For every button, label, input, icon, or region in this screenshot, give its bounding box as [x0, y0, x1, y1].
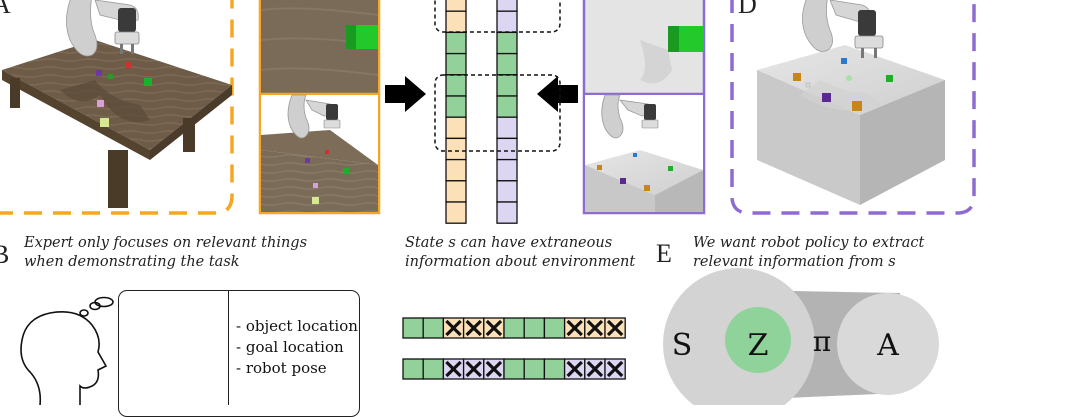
caption-expert-line-1: Expert only focuses on relevant things: [24, 235, 308, 251]
state-cell-8: [496, 158, 518, 182]
panel-d-scene: [730, 0, 976, 215]
state-vector-left: [445, 0, 467, 224]
state-cell-5: [445, 95, 467, 118]
state-cell-9: [445, 180, 467, 203]
venn-label-s: S: [672, 328, 693, 363]
excluded-x-icon: [566, 360, 583, 378]
panel-label-e: E: [656, 239, 672, 268]
state-cell-6: [445, 116, 467, 140]
excluded-x-icon: [586, 319, 604, 337]
state-cell-0: [496, 0, 518, 12]
list-item: - object location: [236, 317, 358, 335]
caption-state-line-2: information about environment: [405, 254, 636, 270]
caption-state: State s can have extraneous information …: [405, 234, 635, 272]
state-cell-0: [402, 358, 424, 380]
caption-policy-line-2: relevant information from s: [693, 254, 896, 270]
state-cell-9: [496, 180, 518, 203]
state-cell-2: [445, 31, 467, 55]
state-cell-1: [496, 10, 518, 34]
caption-expert: Expert only focuses on relevant things w…: [24, 234, 307, 272]
caption-policy: We want robot policy to extract relevant…: [693, 234, 924, 272]
state-cell-5: [503, 317, 525, 339]
state-cell-4: [445, 74, 467, 97]
state-cell-1: [422, 317, 445, 339]
state-cell-0: [445, 0, 467, 12]
caption-expert-line-2: when demonstrating the task: [24, 254, 240, 270]
state-cell-3: [445, 52, 467, 76]
excluded-x-icon: [465, 360, 482, 378]
selection-box-top: [434, 0, 561, 33]
excluded-x-icon: [566, 319, 583, 337]
list-item: - goal location: [236, 338, 344, 356]
state-cell-7: [496, 137, 518, 161]
caption-policy-line-1: We want robot policy to extract: [693, 235, 925, 251]
selection-box-middle: [434, 74, 561, 152]
orange-view-frame: [258, 0, 381, 215]
caption-state-line-1: State s can have extraneous: [405, 235, 613, 251]
state-cell-3: [496, 52, 518, 76]
state-vector-right: [496, 0, 518, 224]
excluded-x-icon: [606, 319, 624, 337]
head-thinking-icon: [20, 296, 114, 405]
venn-label-a: A: [876, 328, 899, 363]
state-vector-row-orange: [402, 317, 626, 339]
expert-focus-divider: [228, 290, 229, 405]
state-cell-7: [543, 317, 566, 339]
arrow-left-icon: [537, 76, 578, 112]
state-cell-4: [496, 74, 518, 97]
purple-view-frame: [582, 0, 706, 215]
excluded-x-icon: [465, 319, 482, 337]
list-item: - robot pose: [236, 359, 327, 377]
state-cell-7: [543, 358, 566, 380]
venn-label-z: Z: [748, 328, 769, 363]
state-cell-5: [496, 95, 518, 118]
panel-label-d: D: [738, 0, 757, 19]
venn-diagram: S Z π A: [663, 268, 939, 405]
excluded-x-icon: [586, 360, 604, 378]
expert-focus-list: - object location - goal location - robo…: [236, 316, 358, 379]
panel-label-b: B: [0, 240, 10, 269]
expert-focus-box: [118, 290, 360, 417]
robot-arm-icon: [66, 0, 140, 57]
state-cell-2: [496, 31, 518, 55]
state-cell-8: [445, 158, 467, 182]
robot-arm-icon: [802, 0, 884, 58]
state-cell-7: [445, 137, 467, 161]
state-vector-row-purple: [402, 358, 626, 380]
state-cell-10: [496, 201, 518, 224]
state-cell-6: [496, 116, 518, 140]
panel-label-a: A: [0, 0, 11, 19]
state-cell-10: [445, 201, 467, 224]
state-cell-1: [422, 358, 445, 380]
state-cell-5: [503, 358, 525, 380]
venn-label-pi: π: [813, 325, 831, 358]
state-cell-0: [402, 317, 424, 339]
panel-a-scene: [0, 0, 234, 215]
excluded-x-icon: [445, 360, 462, 378]
state-cell-1: [445, 10, 467, 34]
excluded-x-icon: [485, 360, 503, 378]
arrow-right-icon: [385, 76, 426, 112]
excluded-x-icon: [445, 319, 462, 337]
excluded-x-icon: [606, 360, 624, 378]
state-cell-6: [523, 317, 546, 339]
state-cell-6: [523, 358, 546, 380]
excluded-x-icon: [485, 319, 503, 337]
